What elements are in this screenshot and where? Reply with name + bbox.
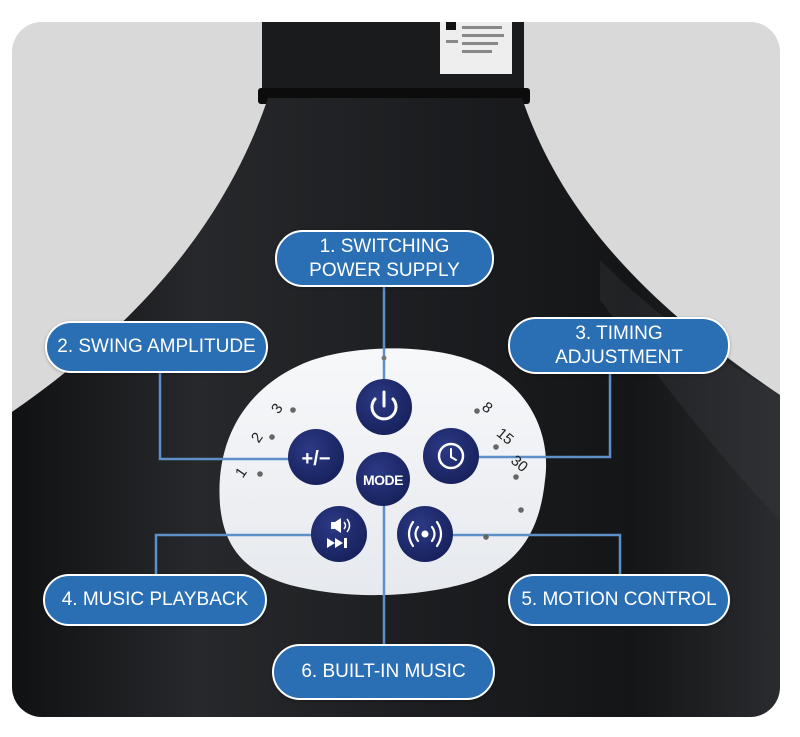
clock-icon	[437, 442, 465, 470]
swing-led-3	[290, 407, 296, 413]
music-led	[483, 534, 489, 540]
timer-led-8	[474, 408, 480, 414]
callout-6-line-1: 6. BUILT-IN MUSIC	[301, 661, 466, 682]
swing-button[interactable]: +/−	[288, 429, 344, 485]
music-playback-icon	[327, 518, 351, 548]
timer-button[interactable]	[423, 428, 479, 484]
callout-timing-adjustment: 3. TIMING ADJUSTMENT	[508, 317, 730, 374]
callout-1-line-1: 1. SWITCHING	[319, 235, 450, 257]
swing-led-1	[257, 471, 263, 477]
callout-3-line-1: 3. TIMING	[575, 322, 663, 344]
swing-button-label: +/−	[302, 448, 331, 470]
callout-swing-amplitude: 2. SWING AMPLITUDE	[45, 321, 268, 373]
motion-wave-icon	[407, 520, 443, 548]
power-icon	[370, 390, 398, 421]
music-playback-button[interactable]	[311, 506, 367, 562]
callout-switching-power-supply: 1. SWITCHING POWER SUPPLY	[275, 230, 494, 287]
callout-1-line-2: POWER SUPPLY	[309, 259, 460, 281]
callout-connectors	[154, 287, 622, 644]
mode-button-label: MODE	[363, 472, 403, 488]
warning-sticker	[440, 22, 512, 74]
callout-5-line-1: 5. MOTION CONTROL	[521, 589, 717, 610]
swing-led-2	[269, 434, 275, 440]
timer-led-15	[493, 444, 499, 450]
callout-4-line-1: 4. MUSIC PLAYBACK	[61, 589, 249, 610]
timer-led-30	[513, 474, 519, 480]
callout-2-line-1: 2. SWING AMPLITUDE	[57, 336, 256, 357]
callout-motion-control: 5. MOTION CONTROL	[508, 574, 730, 626]
power-button[interactable]	[356, 379, 412, 435]
mode-button[interactable]: MODE	[356, 452, 410, 506]
motion-control-button[interactable]	[397, 506, 453, 562]
motion-led	[518, 507, 524, 513]
callout-3-line-2: ADJUSTMENT	[555, 346, 683, 368]
callout-music-playback: 4. MUSIC PLAYBACK	[43, 574, 267, 626]
callout-built-in-music: 6. BUILT-IN MUSIC	[272, 644, 495, 700]
